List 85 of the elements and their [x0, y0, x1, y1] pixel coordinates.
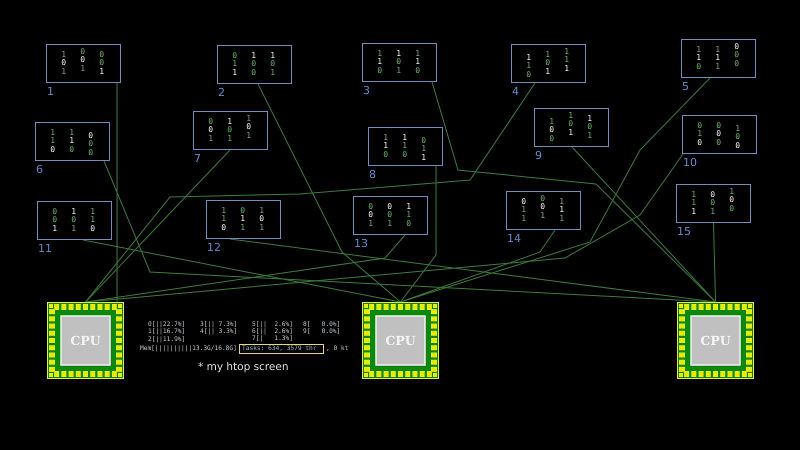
connector-line — [116, 82, 118, 302]
digit-column: 0 0 0 — [716, 122, 722, 148]
process-number: 3 — [363, 85, 370, 97]
process-box — [368, 127, 443, 166]
process-number: 4 — [512, 86, 519, 98]
process-box — [206, 200, 281, 239]
digit-column: 1 1 0 — [220, 206, 227, 232]
connector-line — [400, 230, 556, 302]
process-box — [353, 196, 428, 235]
connector-line — [85, 82, 536, 302]
process-number: 12 — [207, 242, 221, 254]
process-box — [506, 191, 581, 230]
connector-line — [85, 150, 230, 302]
digit-column: 0 0 1 — [208, 118, 214, 144]
process-number: 7 — [194, 153, 201, 165]
process-number: 1 — [47, 86, 54, 98]
process-box — [217, 45, 292, 84]
process-number: 9 — [535, 150, 542, 162]
digit-column: 1 0 1 — [60, 50, 67, 76]
digit-column: 0 1 1 — [232, 52, 238, 78]
process-box — [46, 44, 121, 83]
digit-column: 1 1 0 — [376, 50, 383, 76]
digit-column: 1 1 0 — [406, 202, 412, 228]
digit-column: 0 0 1 — [386, 202, 393, 228]
digit-column: 1 0 1 — [568, 112, 574, 138]
digit-column: 1 1 1 — [714, 46, 721, 72]
digit-column: 1 0 1 — [246, 114, 252, 140]
digit-column: 0 0 1 — [52, 208, 58, 234]
digit-column: 1 0 1 — [226, 118, 233, 144]
process-number: 6 — [36, 164, 43, 176]
digit-column: 1 1 0 — [50, 128, 56, 154]
digit-column: 1 0 0 — [548, 118, 555, 144]
digit-column: 1 0 0 — [728, 188, 735, 214]
digit-column: 0 1 0 — [696, 122, 703, 148]
process-number: 14 — [507, 233, 521, 245]
process-box — [193, 111, 268, 150]
digit-column: 1 1 1 — [558, 198, 565, 224]
process-box — [35, 122, 110, 161]
process-box — [676, 184, 751, 223]
digit-column: 0 0 1 — [368, 202, 374, 228]
digit-column: 1 0 1 — [586, 114, 593, 140]
connector-line — [572, 146, 716, 302]
digit-column: 0 0 1 — [98, 50, 105, 76]
process-number: 11 — [38, 243, 52, 255]
process-box — [362, 43, 437, 82]
digit-column: 1 0 0 — [734, 124, 741, 150]
digit-column: 0 0 1 — [540, 194, 546, 220]
digit-column: 1 1 0 — [68, 128, 75, 154]
digit-column: 1 0 1 — [270, 52, 276, 78]
digit-column: 0 1 1 — [420, 136, 427, 162]
digit-column: 1 0 1 — [258, 206, 265, 232]
digit-column: 1 1 0 — [90, 208, 96, 234]
process-box — [681, 39, 756, 78]
digit-column: 1 0 1 — [70, 208, 77, 234]
process-number: 13 — [354, 238, 368, 250]
digit-column: 1 0 1 — [544, 50, 551, 76]
process-number: 5 — [682, 81, 689, 93]
process-number: 8 — [369, 169, 376, 181]
process-box — [534, 108, 609, 147]
process-number: 15 — [677, 226, 691, 238]
digit-column: 1 1 0 — [414, 50, 421, 76]
digit-column: 0 0 1 — [80, 48, 86, 74]
digit-column: 1 1 0 — [526, 54, 532, 80]
process-box — [37, 201, 112, 240]
digit-column: 1 0 1 — [396, 50, 402, 76]
process-box — [511, 44, 586, 83]
process-number: 2 — [218, 87, 225, 99]
digit-column: 1 1 0 — [696, 46, 702, 72]
connector-line — [713, 222, 716, 302]
digit-column: 0 1 1 — [240, 206, 246, 232]
connector-line — [230, 238, 716, 302]
connector-line — [258, 84, 401, 302]
digit-column: 1 0 0 — [250, 52, 257, 78]
caption: * my htop screen — [198, 361, 288, 374]
digit-column: 0 0 0 — [88, 132, 94, 158]
digit-column: 1 1 1 — [690, 190, 697, 216]
process-box — [682, 115, 757, 154]
digit-column: 1 1 0 — [402, 134, 408, 160]
process-number: 10 — [683, 157, 697, 169]
digit-column: 0 0 1 — [710, 190, 716, 216]
digit-column: 0 1 1 — [520, 198, 527, 224]
digit-column: 1 1 1 — [564, 48, 570, 74]
digit-column: 0 0 0 — [734, 42, 740, 68]
digit-column: 1 1 0 — [382, 134, 389, 160]
connector-line — [400, 166, 436, 302]
